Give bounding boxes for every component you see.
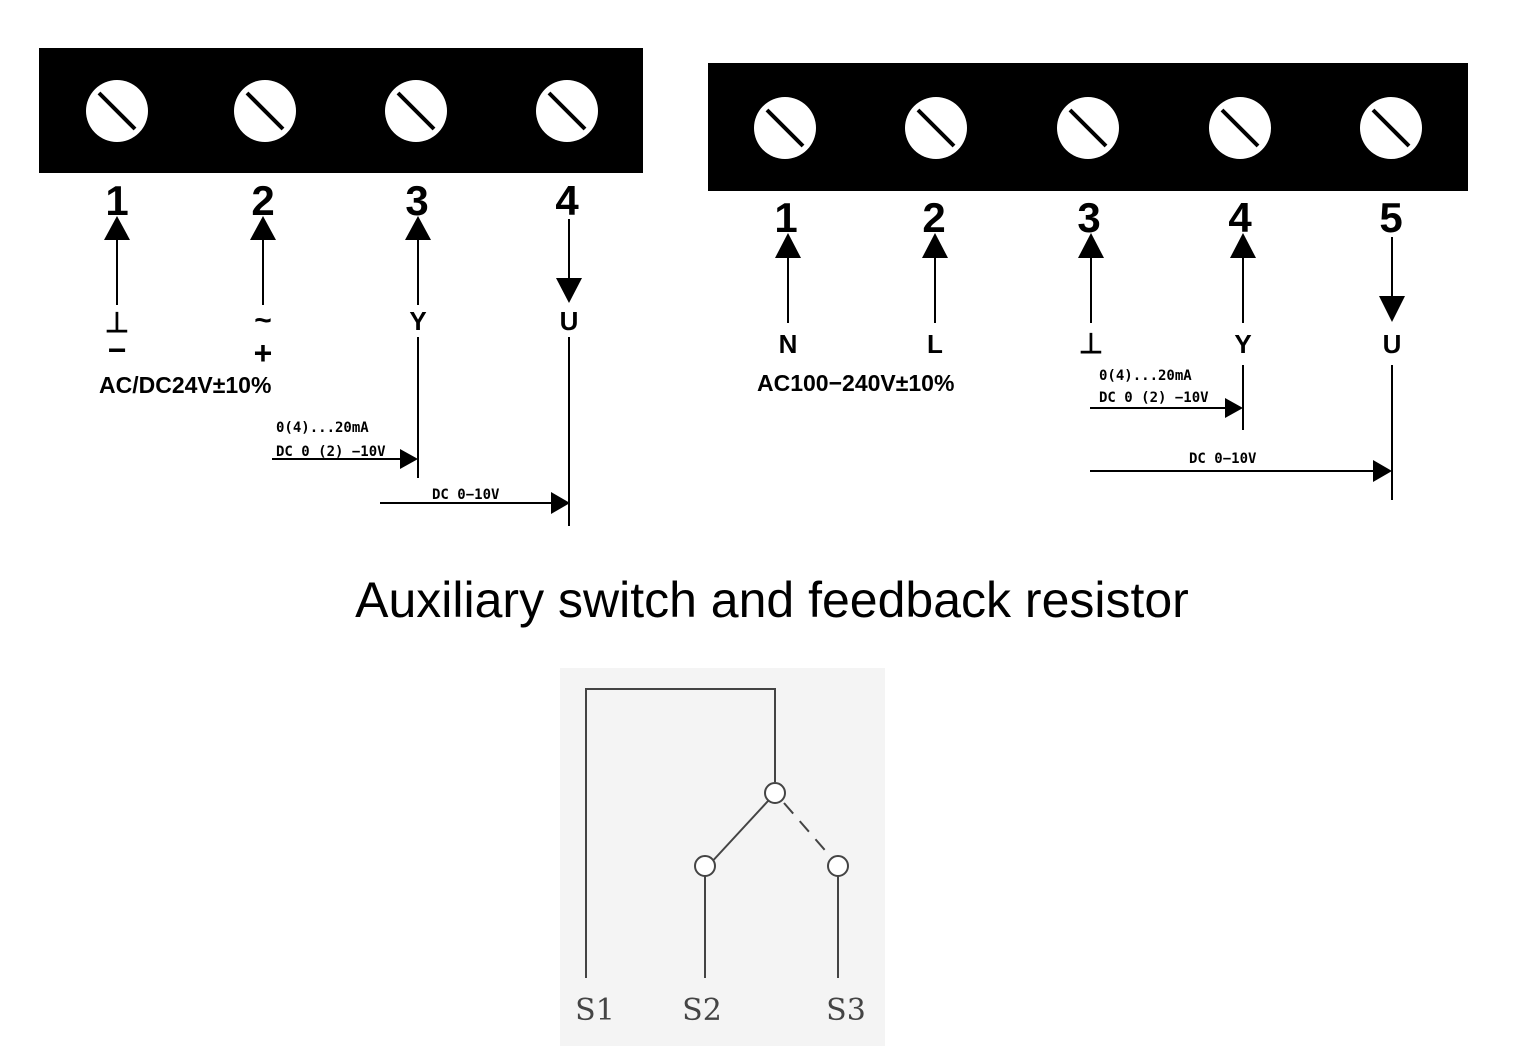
line-label: L (927, 329, 943, 359)
terminal-diagram-24v: 1 2 3 4 ⊥ − ~ + Y U AC/DC24V±10% 0(4)...… (39, 48, 643, 526)
arrow-right-icon (400, 449, 418, 469)
common-wire (585, 688, 776, 978)
screw-terminal-icon (232, 78, 298, 144)
arrow-up-icon (104, 216, 130, 240)
terminal-number: 1 (105, 177, 128, 224)
screw-terminal-icon (383, 78, 449, 144)
arrow-up-icon (922, 233, 948, 258)
u-output-label: U (1383, 329, 1402, 359)
terminal-number: 5 (1379, 194, 1402, 241)
signal-current-label: 0(4)...20mA (1099, 368, 1192, 384)
switch-contact-icon (694, 855, 716, 877)
arrow-right-icon (551, 492, 570, 514)
screw-terminal-icon (84, 78, 150, 144)
terminal-number: 2 (922, 194, 945, 241)
screw-terminal-icon (1055, 95, 1121, 161)
terminal-number: 3 (405, 177, 428, 224)
screw-terminal-icon (534, 78, 600, 144)
ac-tilde-symbol: ~ (254, 304, 272, 337)
plus-symbol: + (254, 335, 273, 371)
arrow-up-icon (250, 216, 276, 240)
arrow-right-icon (1225, 398, 1243, 418)
minus-symbol: − (108, 332, 127, 368)
terminal-number: 4 (555, 177, 579, 224)
y-input-label: Y (1234, 329, 1251, 359)
switch-contact-icon (827, 855, 849, 877)
ground-symbol: ⊥ (1079, 328, 1103, 359)
switch-contact-icon (764, 782, 786, 804)
signal-current-label: 0(4)...20mA (276, 420, 369, 436)
screw-terminal-icon (1207, 95, 1273, 161)
switch-panel (560, 668, 885, 1046)
signal-voltage-label: DC 0 (2) −10V (1099, 390, 1209, 406)
terminal-number: 2 (251, 177, 274, 224)
arrow-up-icon (405, 216, 431, 240)
neutral-label: N (779, 329, 798, 359)
s3-label: S3 (826, 993, 866, 1028)
feedback-voltage-label: DC 0−10V (1189, 451, 1257, 467)
terminal-number: 4 (1228, 194, 1252, 241)
section-title: Auxiliary switch and feedback resistor (355, 572, 1189, 628)
arrow-up-icon (1230, 233, 1256, 258)
arrow-up-icon (1078, 233, 1104, 258)
s1-label: S1 (575, 993, 615, 1028)
terminal-number: 3 (1077, 194, 1100, 241)
switch-blade (707, 800, 769, 867)
ground-symbol: ⊥ (105, 307, 129, 338)
arrow-down-icon (556, 278, 582, 303)
screw-terminal-icon (752, 95, 818, 161)
arrow-up-icon (775, 233, 801, 258)
auxiliary-switch-diagram: S1 S2 S3 (560, 668, 885, 1046)
arrow-right-icon (1373, 460, 1392, 482)
screw-terminal-icon (903, 95, 969, 161)
feedback-voltage-label: DC 0−10V (432, 487, 500, 503)
switch-alt-position (783, 802, 831, 857)
arrow-down-icon (1379, 296, 1405, 322)
screw-terminal-icon (1358, 95, 1424, 161)
supply-voltage-label: AC/DC24V±10% (99, 372, 271, 398)
signal-voltage-label: DC 0 (2) −10V (276, 444, 386, 460)
y-input-label: Y (409, 306, 426, 336)
terminal-number: 1 (774, 194, 797, 241)
terminal-diagram-230v: 1 2 3 4 5 N L ⊥ Y U AC100−240V±10% 0(4).… (708, 63, 1468, 500)
s2-label: S2 (682, 993, 722, 1028)
u-output-label: U (560, 306, 579, 336)
supply-voltage-label: AC100−240V±10% (757, 370, 954, 396)
